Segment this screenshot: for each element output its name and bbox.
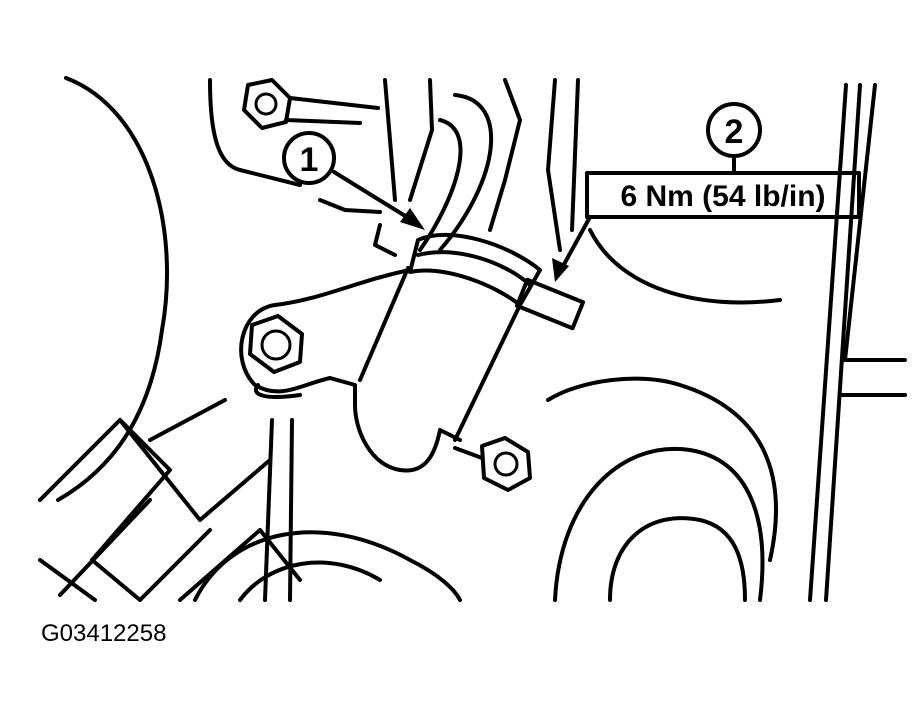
sensor-bracket [239,268,462,473]
callout-2-label: 2 [725,113,744,151]
engine-block-edges [263,78,877,602]
callout-1: 1 [282,131,425,230]
callout-2-arrowhead [552,258,569,282]
callout-1-arrowhead [400,208,425,230]
torque-spec-label: 6 Nm (54 lb/in) [620,180,825,213]
right-pulley [546,358,907,602]
lower-left-lattice [38,398,302,602]
timing-cover [208,78,782,305]
callout-1-label: 1 [300,141,319,179]
callout-2: 2 6 Nm (54 lb/in) [552,102,861,282]
lower-pulley [193,530,462,602]
torque-spec-box [585,171,861,219]
bracket-bolt [248,314,304,374]
left-pulley-outline [56,76,169,502]
sensor-body [358,93,586,442]
figure-id: G03412258 [41,620,167,647]
lower-bolt [453,436,532,492]
upper-bolt [242,78,380,130]
